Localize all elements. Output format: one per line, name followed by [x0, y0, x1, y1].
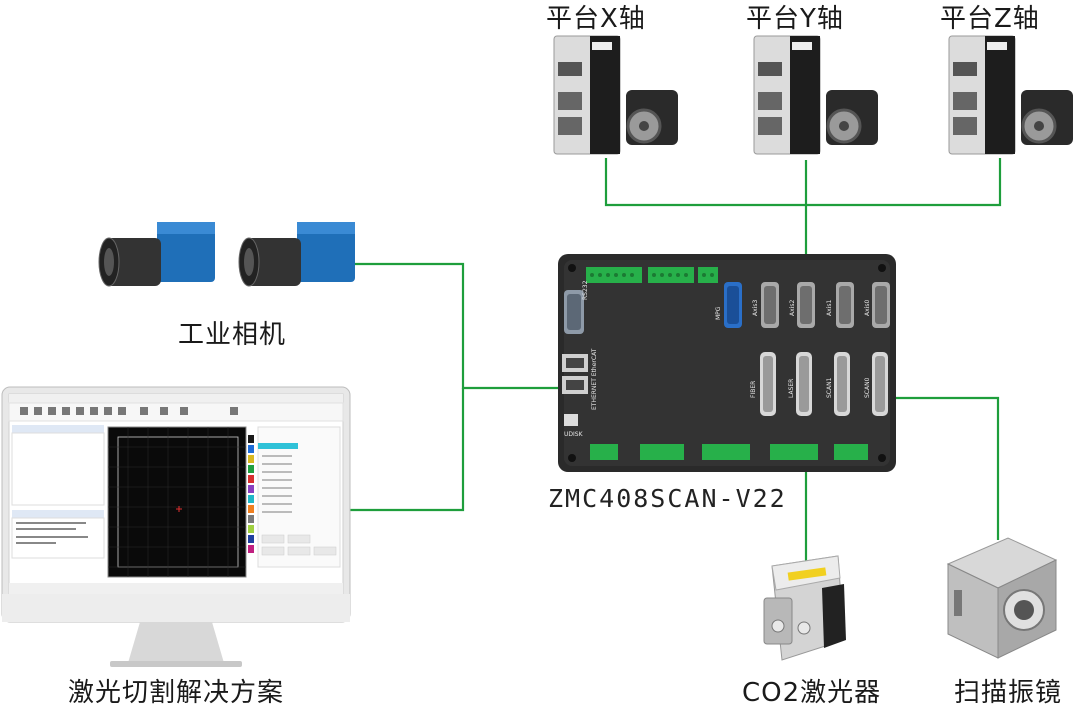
port-axis0: Axis0: [864, 299, 871, 316]
controller: [558, 254, 896, 472]
port-ethernet: ETHERNET EtherCAT: [591, 348, 598, 410]
wire-servo-bus: [604, 158, 1002, 207]
wire-pc-to-ethernet: [350, 388, 465, 512]
servo-z: [948, 35, 1073, 155]
port-rs232: RS232: [582, 280, 589, 300]
monitor: [1, 386, 351, 667]
label-axis-z: 平台Z轴: [940, 4, 1040, 34]
port-axis3: Axis3: [752, 299, 759, 316]
port-scan0: SCAN0: [864, 377, 871, 398]
port-axis2: Axis2: [789, 299, 796, 316]
port-mpg: MPG: [715, 306, 722, 320]
wire-controller-to-galvo: [882, 396, 1000, 540]
label-controller: ZMC408SCAN-V22: [548, 484, 787, 513]
camera-right: [238, 222, 355, 287]
label-camera: 工业相机: [178, 320, 287, 350]
port-laser: LASER: [788, 378, 795, 398]
label-laser: CO2激光器: [742, 678, 882, 708]
label-axis-y: 平台Y轴: [746, 4, 844, 34]
port-udisk: UDISK: [564, 431, 583, 438]
galvo-scanner: [946, 537, 1058, 659]
co2-laser: [763, 555, 846, 661]
port-fiber: FIBER: [750, 380, 757, 398]
label-galvo: 扫描振镜: [954, 678, 1063, 708]
label-axis-x: 平台X轴: [546, 4, 646, 34]
label-software: 激光切割解决方案: [68, 678, 285, 708]
camera-left: [98, 222, 215, 287]
wire-camera-to-ethernet: [350, 262, 571, 390]
port-scan1: SCAN1: [826, 377, 833, 398]
servo-x: [553, 35, 678, 155]
port-axis1: Axis1: [826, 299, 833, 316]
servo-y: [753, 35, 878, 155]
